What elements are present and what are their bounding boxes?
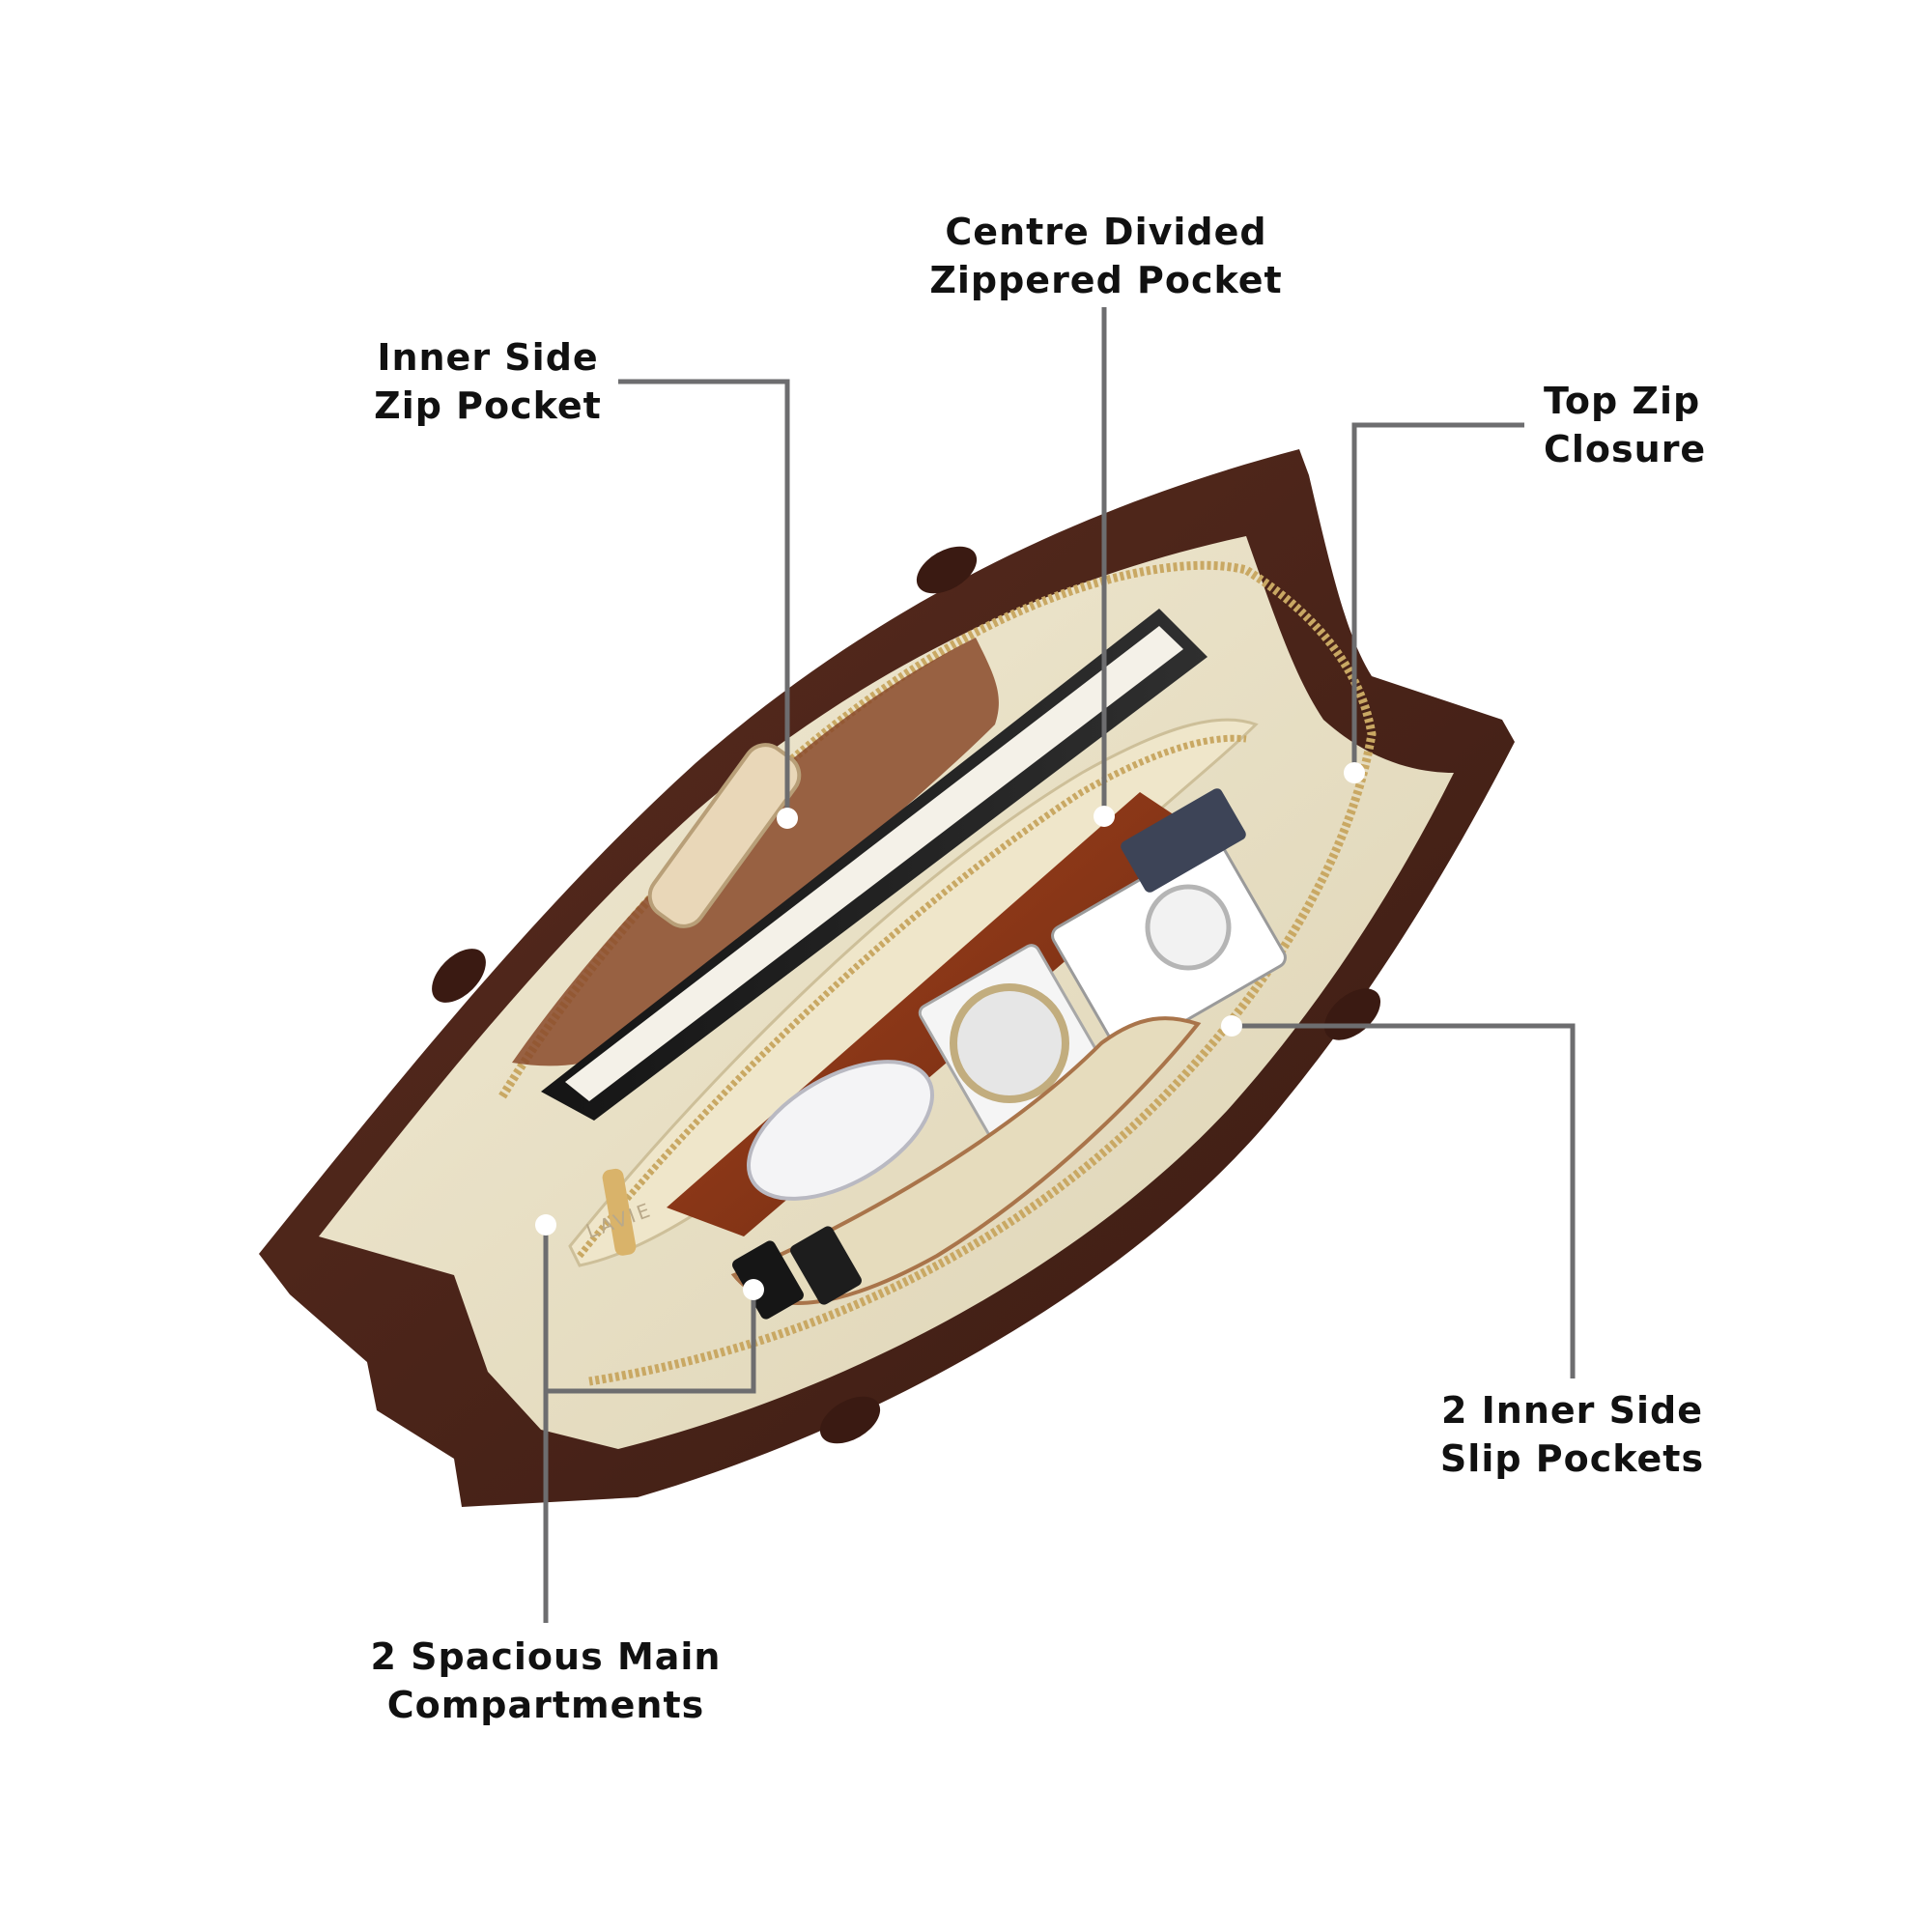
top-zipper-track <box>498 560 1377 1386</box>
leader-main-compartments-branch <box>546 1290 756 1394</box>
label-line: Closure <box>1544 428 1707 470</box>
leader-top-zip <box>1351 422 1524 773</box>
notebook-pages <box>565 626 1183 1101</box>
handle-buckle-bottom <box>819 1396 881 1444</box>
label-line: 2 Spacious Main <box>370 1635 722 1678</box>
white-coin-purse <box>747 1060 934 1201</box>
marker-main-compartment-1 <box>535 1214 556 1236</box>
lipstick-case <box>732 1240 804 1320</box>
marker-inner-side-zip <box>777 808 798 829</box>
label-top-zip-closure: Top Zip Closure <box>1544 377 1737 473</box>
marker-centre-divided <box>1094 806 1115 827</box>
smartphone <box>647 743 802 928</box>
label-line: Top Zip <box>1544 380 1701 422</box>
compact-mirror <box>950 983 1069 1103</box>
centre-pocket-zipper <box>577 734 1247 1259</box>
handle-buckle-top <box>916 546 978 594</box>
callout-markers <box>535 762 1365 1300</box>
zipper-pull <box>602 1168 637 1256</box>
marker-top-zip <box>1344 762 1365 783</box>
lipstick-case-2 <box>790 1226 862 1305</box>
label-line: Compartments <box>386 1684 705 1726</box>
label-inner-side-zip-pocket: Inner Side Zip Pocket <box>362 333 613 430</box>
marker-slip-pockets <box>1221 1015 1242 1037</box>
label-line: Inner Side <box>377 336 599 379</box>
handle-buckle-left <box>432 949 486 1003</box>
label-line: Zippered Pocket <box>929 259 1283 301</box>
side-slip-pocket <box>730 1016 1202 1305</box>
label-line: Zip Pocket <box>374 384 602 427</box>
label-inner-side-slip-pockets: 2 Inner Side Slip Pockets <box>1439 1386 1705 1483</box>
label-line: Slip Pockets <box>1439 1437 1705 1480</box>
label-spacious-main-compartments: 2 Spacious Main Compartments <box>367 1633 724 1729</box>
inner-zip-pocket <box>512 638 999 1066</box>
leader-lines <box>543 307 1576 1623</box>
perfume-bottle-cap <box>1145 884 1232 971</box>
leader-inner-side-zip <box>618 379 790 818</box>
star-pouch <box>1121 788 1246 893</box>
leader-slip-pockets <box>1236 1023 1576 1378</box>
label-line: 2 Inner Side <box>1440 1389 1704 1432</box>
label-centre-divided-zippered-pocket: Centre Divided Zippered Pocket <box>923 208 1290 304</box>
label-line: Centre Divided <box>945 211 1267 253</box>
marker-main-compartment-2 <box>743 1279 764 1300</box>
